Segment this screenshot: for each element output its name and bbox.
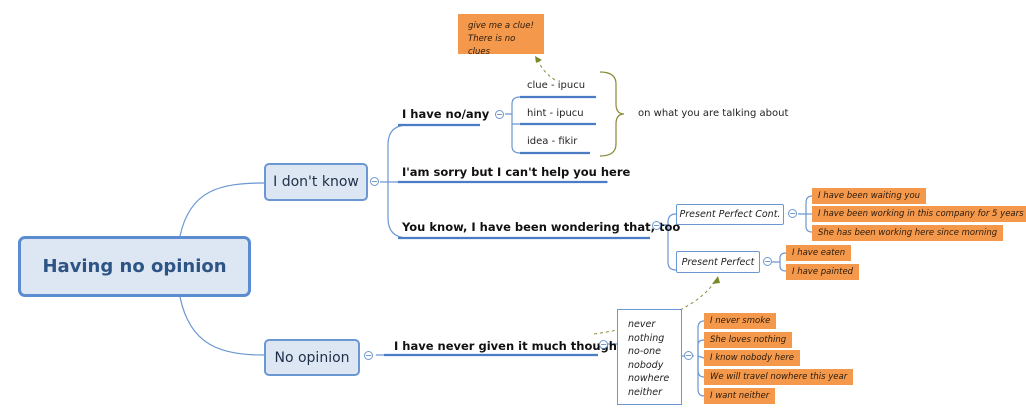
- tense-present-perfect[interactable]: Present Perfect: [676, 251, 760, 273]
- clue-callout[interactable]: give me a clue! There is no clues: [458, 14, 544, 57]
- negative-word: never: [628, 319, 656, 330]
- tense-present-perfect-cont-label: Present Perfect Cont.: [679, 209, 781, 220]
- negative-word: no-one: [628, 346, 661, 358]
- branch-no-opinion-label: No opinion: [274, 349, 350, 366]
- negative-example[interactable]: She loves nothing: [704, 332, 793, 348]
- collapse-toggle-negatives[interactable]: −: [684, 351, 693, 360]
- tense-present-perfect-label: Present Perfect: [681, 256, 755, 268]
- phrase-have-no-any[interactable]: I have no/any: [402, 107, 490, 121]
- collapse-toggle-dont-know[interactable]: −: [370, 177, 379, 186]
- ppc-example[interactable]: She has been working here since morning: [812, 225, 1004, 241]
- vocab-item[interactable]: hint - ipucu: [527, 108, 584, 119]
- phrase-sorry[interactable]: I'am sorry but I can't help you here: [402, 165, 631, 179]
- negative-word: nowhere: [628, 373, 670, 385]
- collapse-toggle-no-opinion[interactable]: −: [364, 351, 373, 360]
- vocab-item[interactable]: idea - fikir: [527, 136, 578, 147]
- branch-no-opinion[interactable]: No opinion: [264, 339, 360, 376]
- root-label: Having no opinion: [42, 256, 227, 277]
- branch-dont-know[interactable]: I don't know: [264, 163, 368, 201]
- collapse-toggle-pp[interactable]: −: [763, 257, 772, 266]
- collapse-toggle-never-given[interactable]: −: [599, 340, 608, 349]
- ppc-example[interactable]: I have been waiting you: [812, 188, 927, 204]
- negative-word: neither: [628, 386, 663, 398]
- pp-example[interactable]: I have painted: [786, 264, 860, 280]
- pp-example[interactable]: I have eaten: [786, 245, 852, 261]
- negative-word: nobody: [628, 359, 664, 371]
- negative-example[interactable]: I want neither: [704, 388, 776, 404]
- collapse-toggle-have-no-any[interactable]: −: [495, 110, 504, 119]
- vocab-note: on what you are talking about: [638, 108, 789, 119]
- branch-dont-know-label: I don't know: [273, 174, 359, 190]
- tense-present-perfect-cont[interactable]: Present Perfect Cont.: [676, 204, 784, 225]
- negative-example[interactable]: We will travel nowhere this year: [704, 369, 854, 385]
- collapse-toggle-wondering[interactable]: −: [652, 221, 661, 230]
- clue-callout-line1: give me a clue!: [468, 21, 534, 31]
- phrase-wondering[interactable]: You know, I have been wondering that, to…: [402, 220, 681, 234]
- negative-word: nothing: [628, 332, 665, 344]
- root-node[interactable]: Having no opinion: [18, 236, 251, 297]
- ppc-example[interactable]: I have been working in this company for …: [812, 206, 1026, 222]
- vocab-item[interactable]: clue - ipucu: [527, 80, 586, 91]
- phrase-never-given[interactable]: I have never given it much thought: [394, 339, 623, 353]
- clue-callout-line2: There is no clues: [468, 34, 516, 57]
- negative-example[interactable]: I know nobody here: [704, 350, 801, 366]
- collapse-toggle-ppc[interactable]: −: [788, 209, 797, 218]
- negative-example[interactable]: I never smoke: [704, 313, 777, 329]
- negative-words-box[interactable]: never nothing no-one nobody nowhere neit…: [617, 309, 682, 405]
